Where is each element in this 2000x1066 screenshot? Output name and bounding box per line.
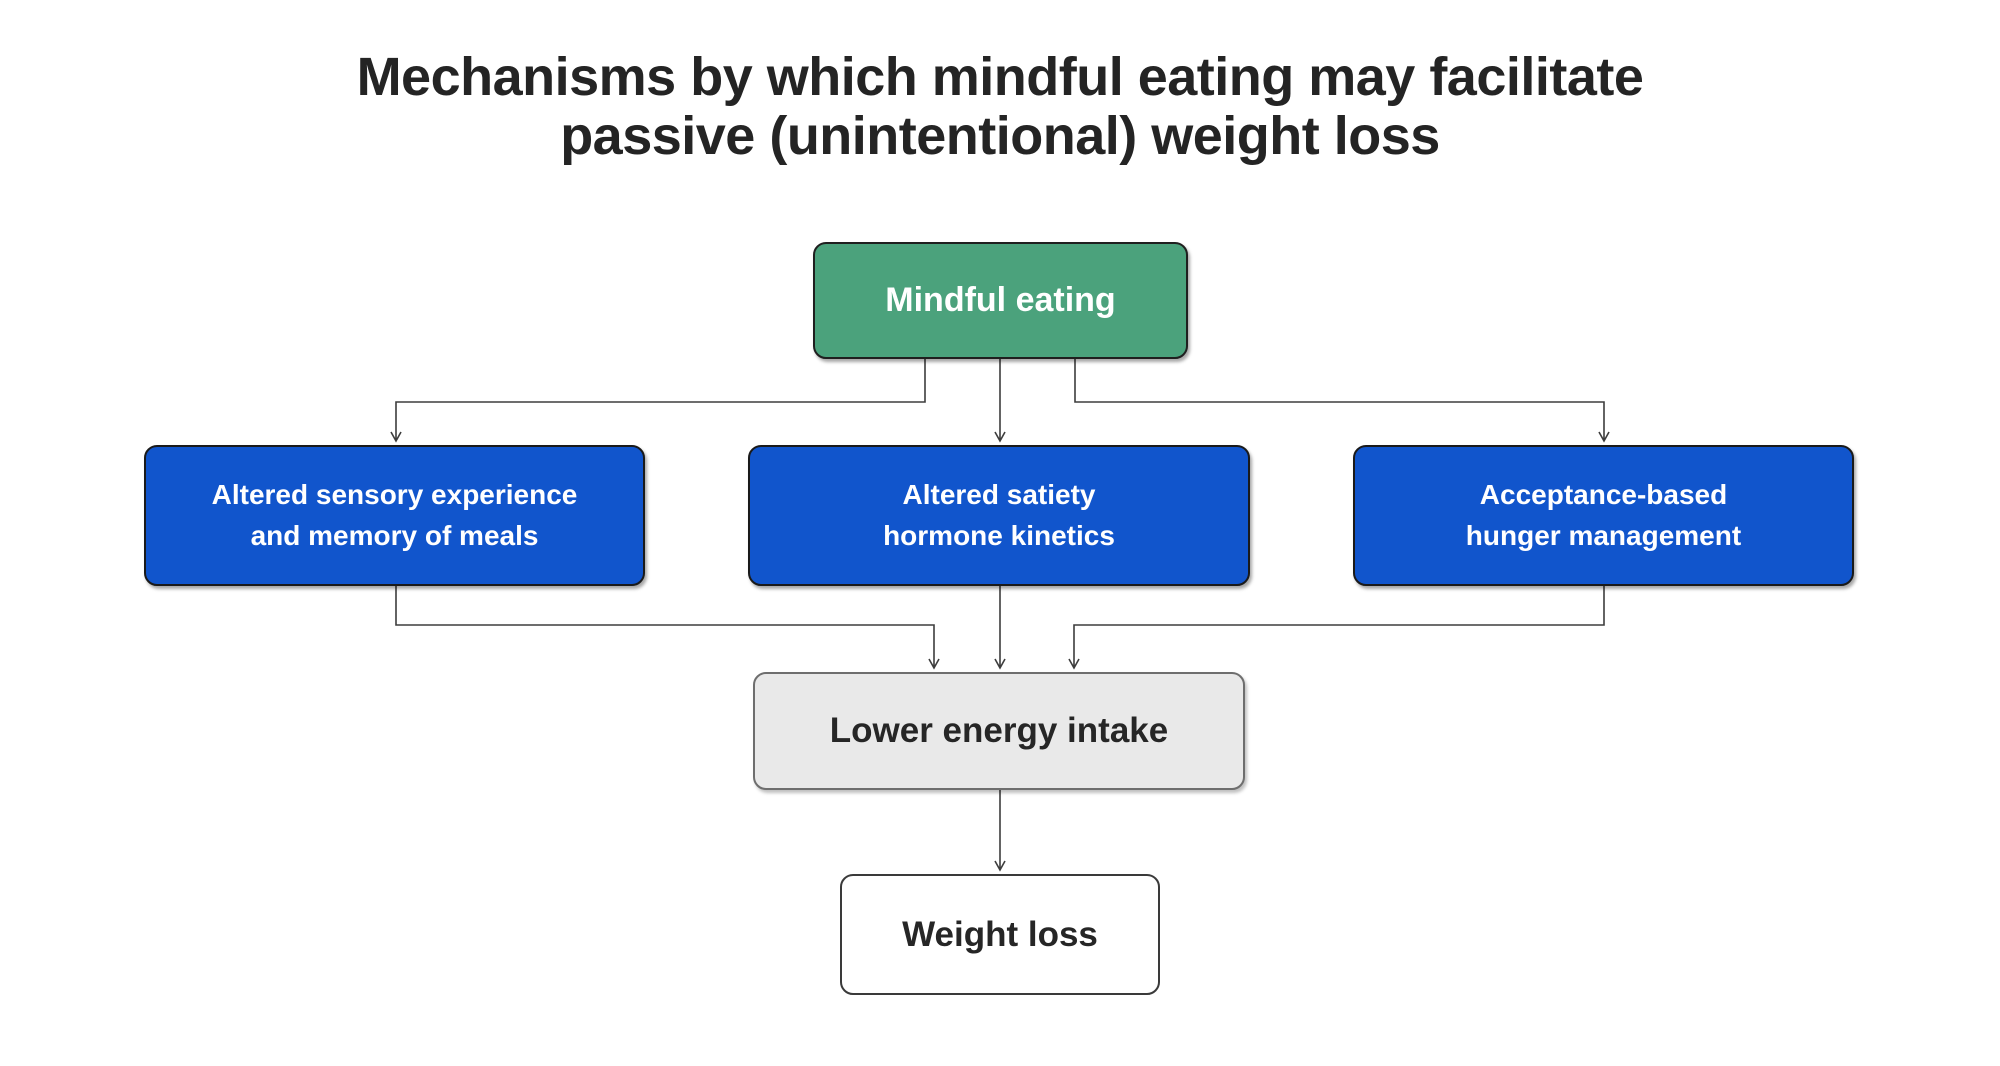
node-lower-energy-intake-label: Lower energy intake: [829, 711, 1169, 750]
edge-mech1-to-intermediate: [395, 586, 940, 670]
node-altered-satiety-hormone-kinetics: Altered satiety hormone kinetics: [748, 445, 1250, 586]
node-acceptance-hunger-line-2: hunger management: [1465, 519, 1742, 551]
node-lower-energy-intake: Lower energy intake: [753, 672, 1245, 790]
node-altered-sensory-line-1: Altered sensory experience: [211, 478, 578, 510]
node-weight-loss: Weight loss: [840, 874, 1160, 995]
node-acceptance-hunger-line-1: Acceptance-based: [1479, 478, 1728, 510]
node-altered-satiety-line-2: hormone kinetics: [883, 519, 1115, 551]
edge-intermediate-to-outcome: [994, 790, 1006, 872]
node-acceptance-based-hunger-management: Acceptance-based hunger management: [1353, 445, 1854, 586]
node-mindful-eating-label: Mindful eating: [885, 281, 1116, 319]
diagram-title: Mechanisms by which mindful eating may f…: [0, 48, 2000, 166]
edge-mech2-to-intermediate: [994, 586, 1006, 670]
node-mindful-eating: Mindful eating: [813, 242, 1188, 359]
node-weight-loss-label: Weight loss: [902, 914, 1098, 954]
node-altered-sensory-line-2: and memory of meals: [250, 519, 539, 551]
edge-mech3-to-intermediate: [1068, 586, 1605, 670]
diagram-title-line-1: Mechanisms by which mindful eating may f…: [356, 47, 1644, 107]
node-altered-sensory-experience: Altered sensory experience and memory of…: [144, 445, 645, 586]
node-altered-satiety-line-1: Altered satiety: [902, 478, 1096, 510]
edge-root-to-mech2: [994, 359, 1006, 443]
edge-root-to-mech3: [1074, 359, 1610, 443]
edge-root-to-mech1: [390, 359, 926, 443]
diagram-title-line-2: passive (unintentional) weight loss: [560, 105, 1440, 166]
